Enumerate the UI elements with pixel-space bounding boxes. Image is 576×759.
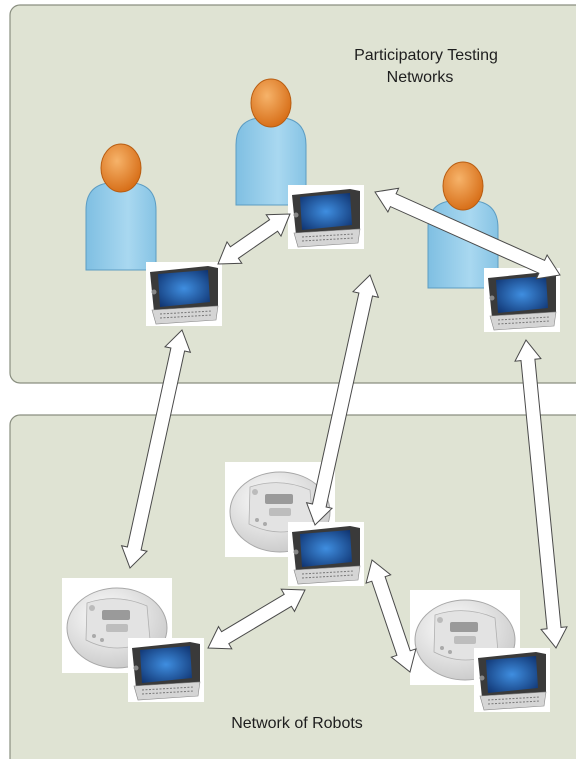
handheld-device-icon-left — [145, 261, 223, 327]
arrow-center-robot-to-right-robot — [365, 559, 417, 673]
arrow-left-person-to-center-person — [217, 213, 291, 265]
top-panel-title-line1: Participatory Testing — [354, 47, 498, 64]
arrow-left-device-to-left-robot — [120, 329, 192, 569]
arrow-center-person-to-right-person — [374, 187, 561, 280]
arrow-right-device-to-right-robot — [514, 339, 568, 649]
arrows-layer — [120, 187, 568, 673]
robot-device-icon-left — [127, 637, 205, 703]
robot-device-icon-center — [287, 521, 365, 587]
bottom-panel-title: Network of Robots — [231, 715, 363, 732]
arrow-center-device-to-center-robot — [305, 274, 380, 526]
robot-device-icon-right — [473, 647, 551, 713]
top-panel-title-line2: Networks — [387, 69, 454, 86]
handheld-device-icon-right — [483, 267, 561, 333]
arrow-center-robot-to-left-robot — [207, 588, 306, 650]
handheld-device-icon-center — [287, 184, 365, 250]
